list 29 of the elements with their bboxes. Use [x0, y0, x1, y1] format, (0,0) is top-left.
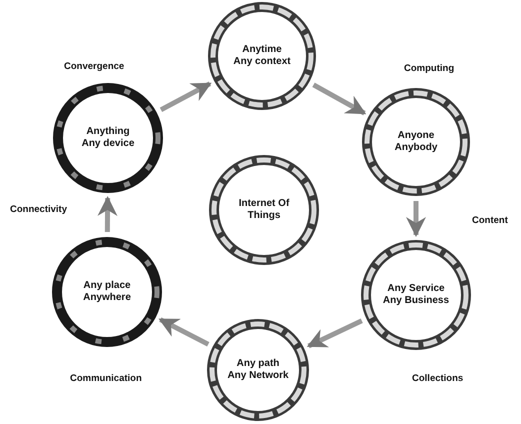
- ring-node: [207, 1, 317, 111]
- node-text: Any Network: [227, 370, 289, 382]
- node-text: Any path: [236, 358, 280, 370]
- stage-label: Convergence: [62, 60, 126, 73]
- ring-node: [360, 239, 472, 351]
- node-text: Anybody: [394, 142, 438, 154]
- chevron-arrow: [312, 82, 366, 116]
- ring-node: [52, 82, 164, 194]
- ring-node: [206, 318, 310, 422]
- chevron-arrow: [406, 201, 426, 237]
- chevron-arrow: [306, 318, 363, 348]
- ring-node: [51, 236, 163, 348]
- chevron-arrow: [98, 196, 118, 232]
- stage-label: Computing: [402, 62, 456, 75]
- node-text: Any Service: [387, 283, 445, 295]
- node-text: Internet Of Things: [238, 198, 290, 222]
- node-text: Anytime: [242, 44, 282, 56]
- node-text: Anyone: [398, 130, 434, 142]
- node-text: Anything: [86, 126, 130, 138]
- node-text: Any context: [233, 56, 291, 68]
- node-text: Any device: [82, 138, 134, 150]
- node-text: Any place: [83, 280, 131, 292]
- node-text: Anywhere: [83, 292, 131, 304]
- ring-node: [361, 87, 471, 197]
- ring-node: [208, 154, 320, 266]
- chevron-arrow: [160, 82, 212, 112]
- node-text: Any Business: [382, 295, 450, 307]
- chevron-arrow: [158, 317, 210, 347]
- stage-label: Connectivity: [8, 203, 70, 216]
